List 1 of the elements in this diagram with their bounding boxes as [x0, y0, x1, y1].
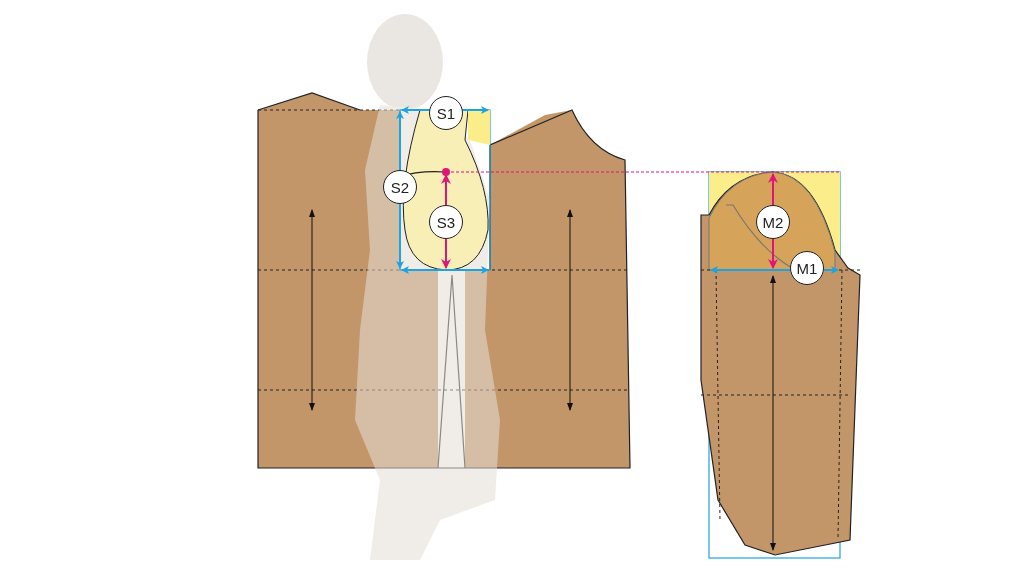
measurement-marker: S1 — [429, 96, 463, 130]
